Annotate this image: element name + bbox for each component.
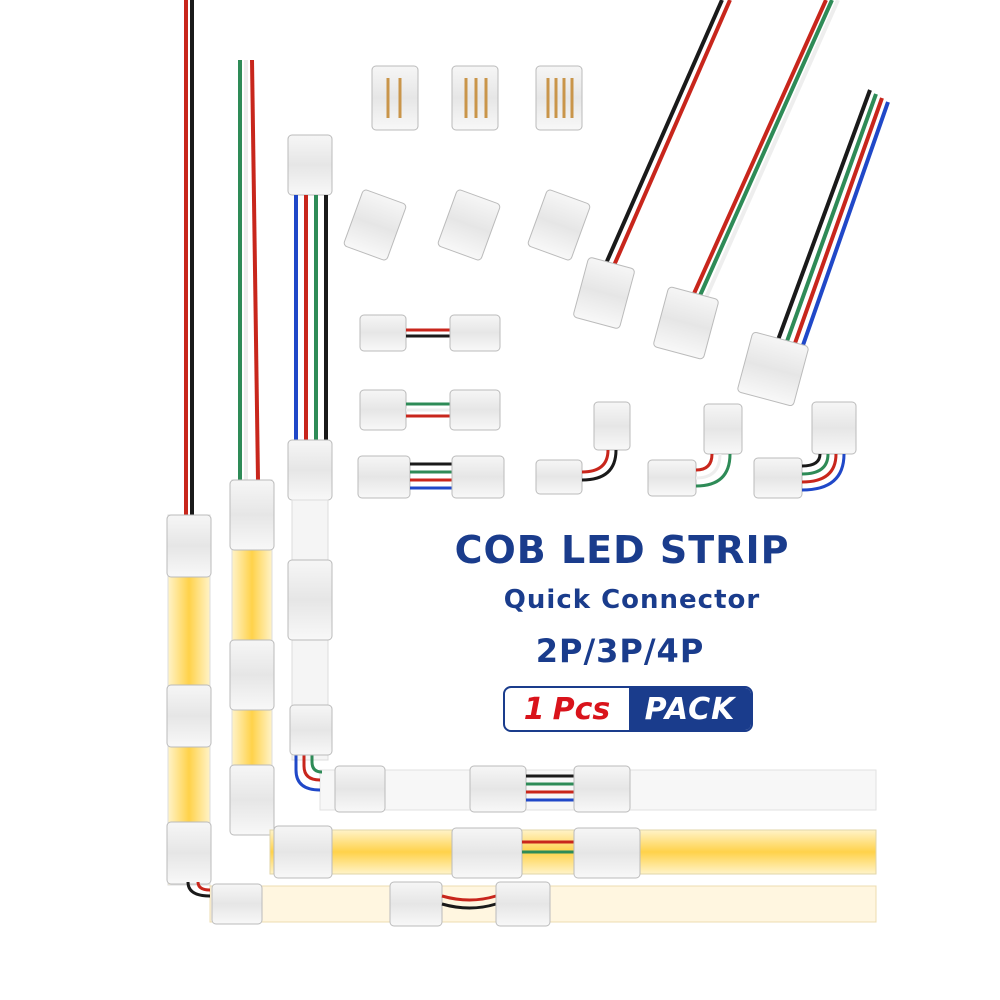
- diagonal-3pin-lead: [653, 0, 840, 360]
- vertical-3pin-lead: [238, 59, 260, 481]
- vertical-4pin-lead: [287, 134, 333, 761]
- pack-label: PACK: [629, 688, 751, 730]
- vertical-2pin-lead: [184, 0, 194, 520]
- quantity: 1 Pcs: [505, 688, 629, 730]
- quantity-unit: Pcs: [552, 691, 611, 727]
- diagonal-4pin-lead: [737, 89, 890, 407]
- straight-jumpers: [357, 314, 505, 499]
- quantity-number: 1: [523, 691, 545, 727]
- quantity-badge: 1 Pcs PACK: [503, 686, 753, 732]
- diagonal-2pin-lead: [573, 0, 732, 329]
- corner-jumpers: [535, 401, 857, 499]
- vertical-3pin-strip: [229, 479, 275, 836]
- pin-options: 2P/3P/4P: [535, 632, 705, 670]
- headline: COB LED STRIP: [454, 528, 790, 572]
- led-strip-icon: [186, 704, 877, 927]
- subline: Quick Connector: [503, 585, 761, 615]
- vertical-2pin-strip: [166, 514, 212, 886]
- connector-icon: [343, 65, 591, 261]
